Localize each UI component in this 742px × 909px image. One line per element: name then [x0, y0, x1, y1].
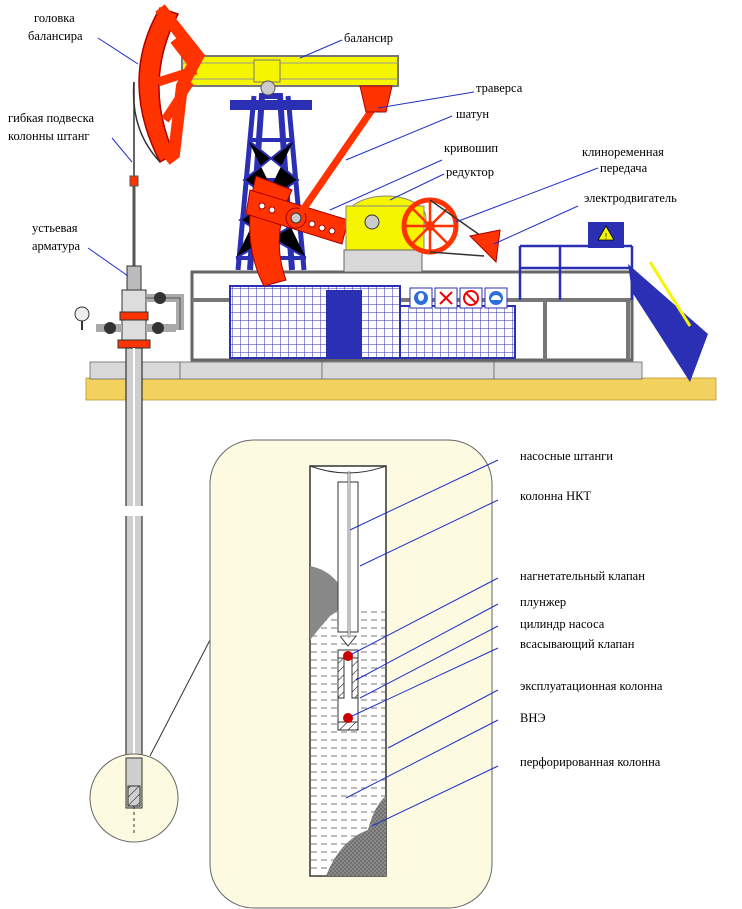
label-fluid-level: ВНЭ [520, 711, 546, 725]
labels: головка балансира балансир гибкая подвес… [8, 11, 677, 769]
prohibition-cross-icon [434, 287, 458, 309]
well-string [120, 347, 148, 759]
label-tubing: колонна НКТ [520, 489, 591, 503]
leader-lines [87, 37, 599, 827]
label-discharge-valve: нагнетательный клапан [520, 569, 645, 583]
label-gearbox: редуктор [446, 165, 494, 179]
label-traverse: траверса [476, 81, 523, 95]
base-frame [190, 270, 634, 362]
label-beam: балансир [344, 31, 393, 45]
helmet-icon [484, 287, 508, 309]
label-casing: эксплуатационная колонна [520, 679, 663, 693]
label-wellhead-1: устьевая [32, 221, 78, 235]
label-wellhead-2: арматура [32, 239, 80, 253]
label-vbelt-1: клиноременная [582, 145, 664, 159]
label-hanger-1: гибкая подвеска [8, 111, 95, 125]
label-crank: кривошип [444, 141, 498, 155]
label-pump-barrel: цилиндр насоса [520, 617, 605, 631]
label-motor: электродвигатель [584, 191, 677, 205]
label-pitman: шатун [456, 107, 489, 121]
polished-rod [129, 82, 139, 268]
ground [85, 361, 717, 401]
safety-signs [409, 287, 508, 309]
label-head-2: балансира [28, 29, 83, 43]
svg-text:!: ! [605, 232, 607, 241]
horse-head [132, 4, 206, 165]
crank-assembly [245, 175, 349, 287]
label-hanger-2: колонны штанг [8, 129, 90, 143]
inset-magnifier [89, 439, 493, 909]
motor-platform: ! [518, 222, 708, 382]
label-head-1: головка [34, 11, 75, 25]
pitman-arm [297, 85, 393, 216]
downhole-section [309, 465, 387, 877]
v-belt-drive [401, 197, 501, 264]
face-shield-icon [409, 287, 433, 309]
warning-sign-icon: ! [597, 225, 615, 241]
wellhead [74, 265, 184, 349]
label-perforated: перфорированная колонна [520, 755, 661, 769]
label-suction-valve: всасывающий клапан [520, 637, 635, 651]
label-vbelt-2: передача [600, 161, 648, 175]
label-rods: насосные штанги [520, 449, 613, 463]
no-entry-icon [459, 287, 483, 309]
label-plunger: плунжер [520, 595, 566, 609]
